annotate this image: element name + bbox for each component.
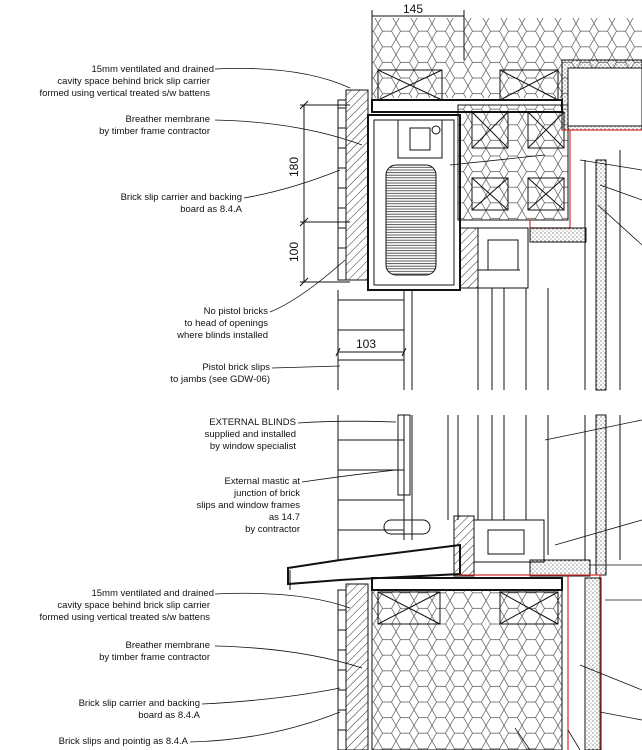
dim-100: 100 <box>287 242 301 262</box>
lower-sill-detail <box>287 414 642 750</box>
note-line: where blinds installed <box>176 330 268 341</box>
annotation-cavity-top: 15mm ventilated and drained cavity space… <box>39 64 351 99</box>
note-line: Pistol brick slips <box>202 362 270 373</box>
note-line: Breather membrane <box>126 114 210 125</box>
note-line: formed using vertical treated s/w batten… <box>39 88 210 99</box>
note-line: board as 8.4.A <box>180 204 242 215</box>
annotation-carrier-bottom: Brick slip carrier and backing board as … <box>79 687 341 721</box>
note-line: by window specialist <box>210 441 296 452</box>
note-line: 15mm ventilated and drained <box>91 64 214 75</box>
note-line: No pistol bricks <box>204 306 269 317</box>
note-line: junction of brick <box>233 488 300 499</box>
upper-head-detail: 145 180 100 103 <box>287 2 642 391</box>
annotation-slips-bottom: Brick slips and pointig as 8.4.A <box>59 711 341 747</box>
note-line: slips and window frames <box>197 500 301 511</box>
note-line: to jambs (see GDW-06) <box>170 374 270 385</box>
dim-103: 103 <box>356 337 376 351</box>
note-line: cavity space behind brick slip carrier <box>57 76 210 87</box>
note-line: Brick slip carrier and backing <box>79 698 200 709</box>
note-line: by contractor <box>245 524 300 535</box>
note-line: supplied and installed <box>205 429 296 440</box>
note-line: External mastic at <box>225 476 301 487</box>
note-line: Breather membrane <box>126 640 210 651</box>
note-line: cavity space behind brick slip carrier <box>57 600 210 611</box>
dim-145: 145 <box>403 2 423 16</box>
note-line: as 14.7 <box>269 512 300 523</box>
note-line: Brick slip carrier and backing <box>121 192 242 203</box>
note-line: to head of openings <box>185 318 269 329</box>
annotation-breather-bottom: Breather membrane by timber frame contra… <box>99 640 363 669</box>
note-line: by timber frame contractor <box>99 126 210 137</box>
note-line: Brick slips and pointig as 8.4.A <box>59 736 189 747</box>
annotation-mastic: External mastic at junction of brick sli… <box>197 469 397 535</box>
note-line: board as 8.4.A <box>138 710 200 721</box>
note-line: 15mm ventilated and drained <box>91 588 214 599</box>
note-line: EXTERNAL BLINDS <box>209 417 296 428</box>
note-line: by timber frame contractor <box>99 652 210 663</box>
annotation-breather-top: Breather membrane by timber frame contra… <box>99 114 363 146</box>
timber-blocks-top <box>377 69 565 211</box>
annotation-cavity-bottom: 15mm ventilated and drained cavity space… <box>39 588 351 623</box>
annotation-no-pistol: No pistol bricks to head of openings whe… <box>176 259 346 341</box>
note-line: formed using vertical treated s/w batten… <box>39 612 210 623</box>
dim-180: 180 <box>287 157 301 177</box>
annotation-pistol: Pistol brick slips to jambs (see GDW-06) <box>170 362 341 385</box>
annotation-carrier-top: Brick slip carrier and backing board as … <box>121 169 341 215</box>
annotation-blinds: EXTERNAL BLINDS supplied and installed b… <box>205 417 397 452</box>
